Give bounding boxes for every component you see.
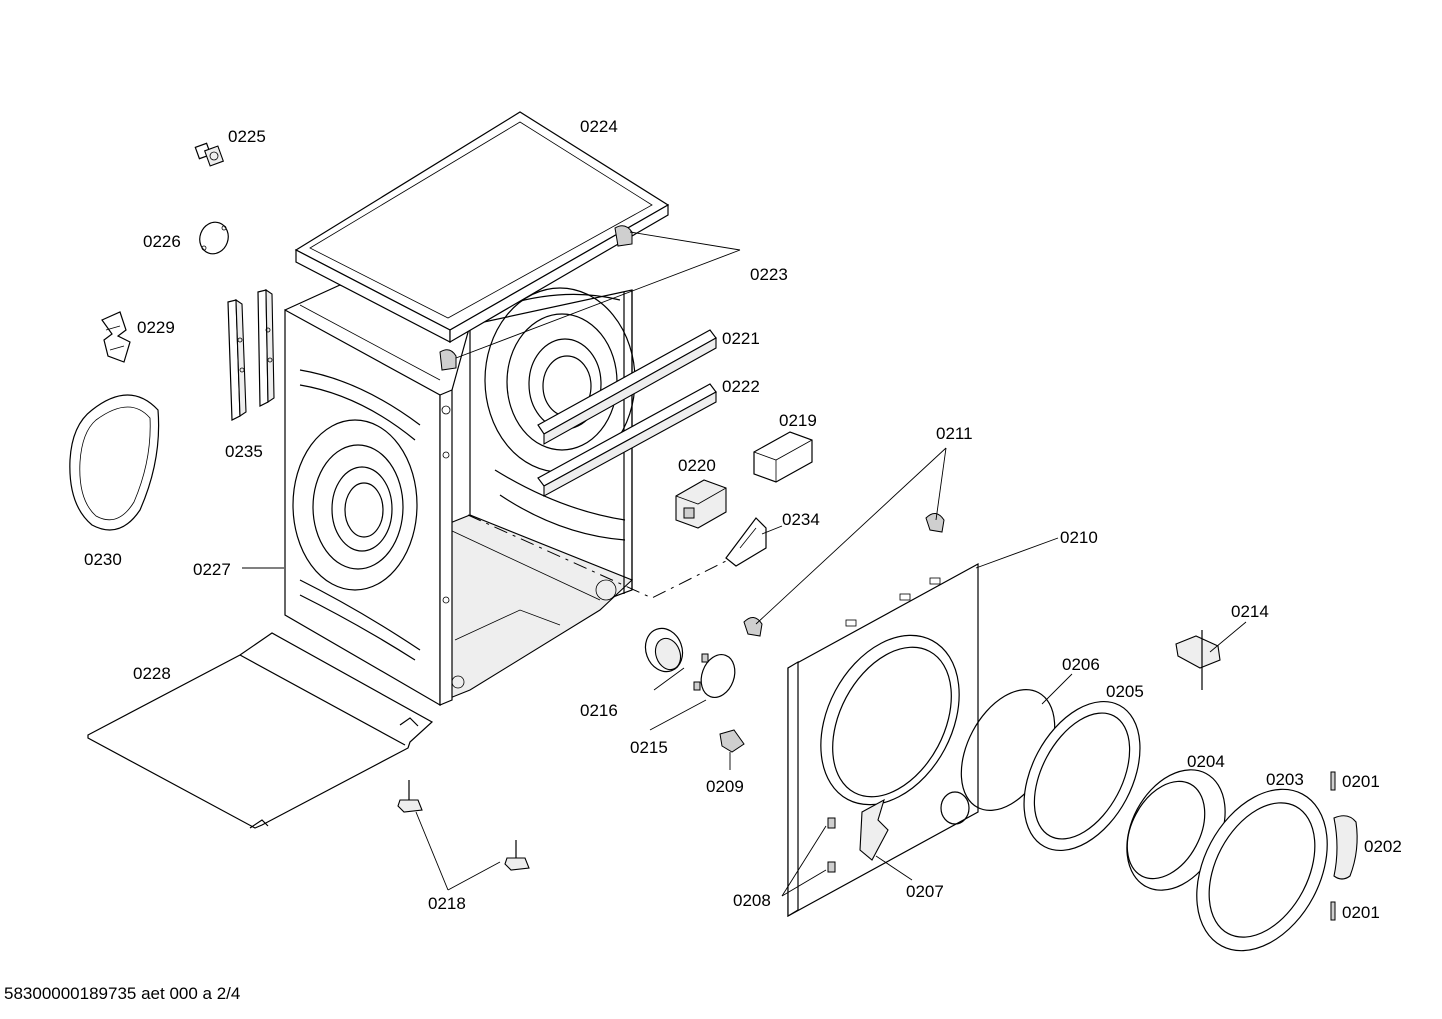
bottom-plate <box>87 632 434 829</box>
label-0223: 0223 <box>750 265 788 284</box>
part-0230-gasket <box>69 394 160 531</box>
label-0214: 0214 <box>1231 602 1269 621</box>
part-0201-pins <box>1330 771 1336 921</box>
part-0225-plug <box>194 142 225 167</box>
label-0221: 0221 <box>722 329 760 348</box>
label-0234: 0234 <box>782 510 820 529</box>
housing-cabinet <box>284 284 636 707</box>
part-labels: 0225 0224 0226 0223 0229 0221 0222 0219 … <box>84 117 1402 922</box>
label-0226: 0226 <box>143 232 181 251</box>
part-0209-knob <box>719 729 745 753</box>
label-0205: 0205 <box>1106 682 1144 701</box>
label-0207: 0207 <box>906 882 944 901</box>
part-0215-cap <box>693 653 736 698</box>
part-0203-door-ring <box>1196 788 1328 952</box>
front-panel <box>787 562 979 918</box>
label-0210: 0210 <box>1060 528 1098 547</box>
label-0209: 0209 <box>706 777 744 796</box>
label-0202: 0202 <box>1364 837 1402 856</box>
part-0216-pump-ring <box>644 627 684 673</box>
part-0218-feet <box>397 780 530 871</box>
leader-lines <box>242 231 1247 897</box>
label-0215: 0215 <box>630 738 668 757</box>
label-0216: 0216 <box>580 701 618 720</box>
label-0218: 0218 <box>428 894 466 913</box>
label-0201-bottom: 0201 <box>1342 903 1380 922</box>
label-0208: 0208 <box>733 891 771 910</box>
label-0201-top: 0201 <box>1342 772 1380 791</box>
part-0219-block <box>753 431 813 483</box>
part-0222-rail <box>537 383 717 497</box>
part-0220-door-lock <box>675 479 727 529</box>
label-0220: 0220 <box>678 456 716 475</box>
label-0227: 0227 <box>193 560 231 579</box>
part-0214-hinge <box>1175 630 1221 690</box>
label-0203: 0203 <box>1266 770 1304 789</box>
label-0219: 0219 <box>779 411 817 430</box>
part-0221-rail <box>537 329 717 445</box>
label-0211: 0211 <box>936 424 973 443</box>
label-0235: 0235 <box>225 442 263 461</box>
top-cover <box>294 111 670 344</box>
part-0226-ring <box>199 221 229 255</box>
label-0230: 0230 <box>84 550 122 569</box>
part-0235-rails <box>227 288 275 421</box>
footer-document-code: 58300000189735 aet 000 a 2/4 <box>4 984 240 1003</box>
label-0206: 0206 <box>1062 655 1100 674</box>
part-0234-bracket <box>725 517 767 567</box>
part-0229-bracket <box>101 311 131 363</box>
label-0204: 0204 <box>1187 752 1225 771</box>
label-0228: 0228 <box>133 664 171 683</box>
label-0229: 0229 <box>137 318 175 337</box>
part-0202-handle <box>1333 815 1358 880</box>
label-0225: 0225 <box>228 127 266 146</box>
label-0222: 0222 <box>722 377 760 396</box>
part-0205-door-frame <box>1023 700 1141 852</box>
part-0223-clip <box>439 225 633 371</box>
label-0224: 0224 <box>580 117 618 136</box>
